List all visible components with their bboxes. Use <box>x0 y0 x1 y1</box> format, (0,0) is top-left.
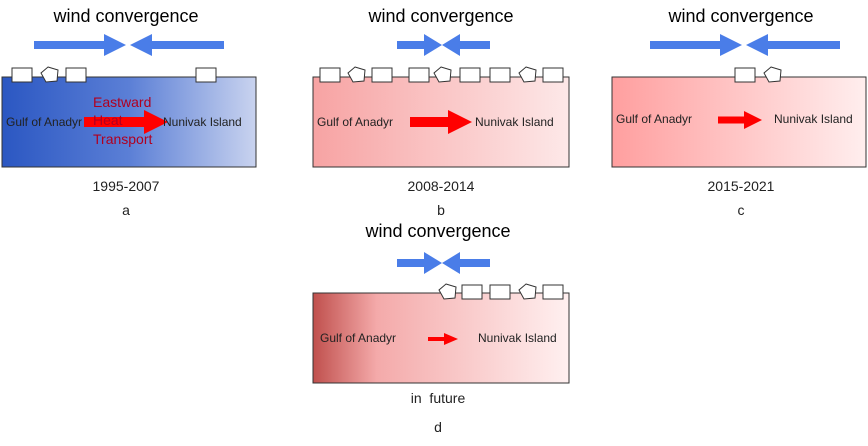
heat-label: Heat <box>93 112 123 128</box>
panel-c: wind convergence Gulf of Anadyr Nunivak … <box>611 6 867 218</box>
square-ice-icon <box>489 284 511 300</box>
square-ice-icon <box>319 67 341 83</box>
eastward-label: Eastward <box>93 94 151 110</box>
transport-label: Transport <box>93 131 153 147</box>
square-ice-icon <box>542 67 564 83</box>
sea-ice-floes <box>319 66 564 83</box>
pentagon-ice-icon <box>438 283 457 300</box>
square-ice-icon <box>371 67 393 83</box>
gulf-of-anadyr-label: Gulf of Anadyr <box>6 115 82 129</box>
heat-transport-arrow <box>410 110 472 134</box>
wind-convergence-arrows <box>397 252 490 274</box>
square-ice-icon <box>461 284 483 300</box>
panel-letter: d <box>434 419 442 435</box>
panel-a-title: wind convergence <box>52 6 198 26</box>
heat-transport-arrow <box>428 333 458 345</box>
period-label: 1995-2007 <box>93 178 160 194</box>
wind-convergence-arrows <box>650 34 840 56</box>
wind-convergence-arrows <box>34 34 224 56</box>
gulf-of-anadyr-label: Gulf of Anadyr <box>320 331 396 345</box>
panel-letter: a <box>122 202 130 218</box>
panel-d-title: wind convergence <box>364 221 510 241</box>
sea-ice-floes <box>734 66 782 83</box>
nunivak-island-label: Nunivak Island <box>478 331 557 345</box>
square-ice-icon <box>459 67 481 83</box>
square-ice-icon <box>11 67 33 83</box>
square-ice-icon <box>408 67 430 83</box>
pentagon-ice-icon <box>40 66 59 83</box>
panel-c-title: wind convergence <box>667 6 813 26</box>
period-label: 2008-2014 <box>408 178 475 194</box>
sea-ice-floes <box>438 283 564 300</box>
square-ice-icon <box>734 67 756 83</box>
square-ice-icon <box>195 67 217 83</box>
square-ice-icon <box>489 67 511 83</box>
heat-transport-arrow <box>84 110 168 134</box>
panel-d: wind convergence Gulf of Anadyr Nunivak … <box>312 221 570 435</box>
sea-ice-floes <box>11 66 217 83</box>
square-ice-icon <box>542 284 564 300</box>
pentagon-ice-icon <box>763 66 782 83</box>
square-ice-icon <box>65 67 87 83</box>
pentagon-ice-icon <box>347 66 366 83</box>
nunivak-island-label: Nunivak Island <box>163 115 242 129</box>
pentagon-ice-icon <box>433 66 452 83</box>
panel-letter: b <box>437 202 445 218</box>
nunivak-island-label: Nunivak Island <box>774 112 853 126</box>
panel-b: wind convergence Gulf of Anadyr Nunivak … <box>312 6 570 218</box>
heat-transport-arrow <box>718 111 762 129</box>
period-label: in future <box>411 390 466 406</box>
nunivak-island-label: Nunivak Island <box>475 115 554 129</box>
pentagon-ice-icon <box>518 66 537 83</box>
gulf-of-anadyr-label: Gulf of Anadyr <box>317 115 393 129</box>
panel-b-title: wind convergence <box>367 6 513 26</box>
wind-convergence-arrows <box>397 34 490 56</box>
gulf-of-anadyr-label: Gulf of Anadyr <box>616 112 692 126</box>
panel-letter: c <box>738 202 745 218</box>
panel-a: wind convergence Gulf of Anadyr Nunivak … <box>1 6 257 218</box>
period-label: 2015-2021 <box>708 178 775 194</box>
pentagon-ice-icon <box>518 283 537 300</box>
